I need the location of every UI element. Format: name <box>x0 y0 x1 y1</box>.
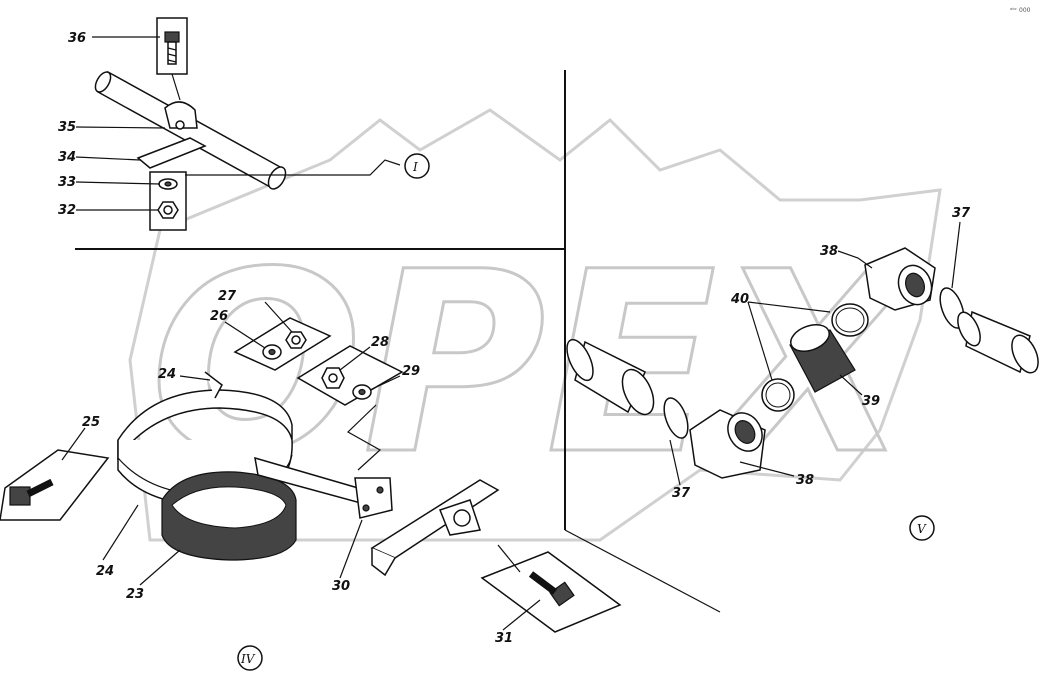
bolt-icon <box>528 571 575 607</box>
callout-27: 27 <box>218 289 237 304</box>
callout-29: 29 <box>402 364 420 379</box>
callout-36: 36 <box>68 31 86 46</box>
clamp-ring-icon <box>161 471 297 561</box>
view-i-label: I <box>412 160 418 174</box>
callout-37-upper: 37 <box>952 206 971 221</box>
bolt-icon <box>164 31 180 65</box>
view-iv-label: IV <box>240 652 256 666</box>
oring-37-lower <box>663 397 689 439</box>
view-i-assembly <box>75 17 401 231</box>
view-v-assembly <box>566 221 1039 486</box>
callout-30: 30 <box>332 579 350 594</box>
pipe-clamp-35 <box>164 101 198 129</box>
callout-31: 31 <box>495 631 513 646</box>
bracket-icon <box>254 456 393 519</box>
callout-32: 32 <box>58 203 76 218</box>
clamp-ring-icon <box>831 303 869 337</box>
callout-24-top: 24 <box>158 367 176 382</box>
callout-24-bottom: 24 <box>96 564 114 579</box>
mounting-plate-34 <box>136 137 207 169</box>
elbow-icon <box>864 247 936 311</box>
corner-mark: ᵃᵇᶜ 000 <box>1010 7 1031 14</box>
bolt-icon <box>9 478 54 506</box>
callout-23: 23 <box>126 587 144 602</box>
washer-plate-26-27 <box>233 317 332 371</box>
callout-26: 26 <box>210 309 228 324</box>
elbow-icon <box>689 409 766 479</box>
divider-diagonal <box>564 529 721 613</box>
callout-38-lower: 38 <box>796 473 814 488</box>
callout-40: 40 <box>730 292 749 307</box>
clamp-ring-icon <box>761 378 795 412</box>
pipe-icon <box>94 70 287 190</box>
view-v-marker: V <box>909 515 935 541</box>
bolt-25-box <box>0 449 110 521</box>
washer-plate-28-29 <box>296 345 404 406</box>
callout-38-upper: 38 <box>820 244 838 259</box>
pipe-icon <box>957 310 1039 374</box>
callout-37-lower: 37 <box>672 486 691 501</box>
view-iv-marker: IV <box>237 645 263 671</box>
callout-28: 28 <box>371 335 389 350</box>
callout-35: 35 <box>58 120 76 135</box>
view-i-marker: I <box>404 153 430 179</box>
callout-33: 33 <box>58 175 76 190</box>
callout-34: 34 <box>58 150 76 165</box>
view-iv-assembly <box>0 301 622 633</box>
watermark-gear-shape <box>128 108 942 542</box>
pipe-icon <box>566 338 655 416</box>
callout-25: 25 <box>82 415 100 430</box>
callout-39: 39 <box>862 394 880 409</box>
view-v-label: V <box>917 522 927 536</box>
